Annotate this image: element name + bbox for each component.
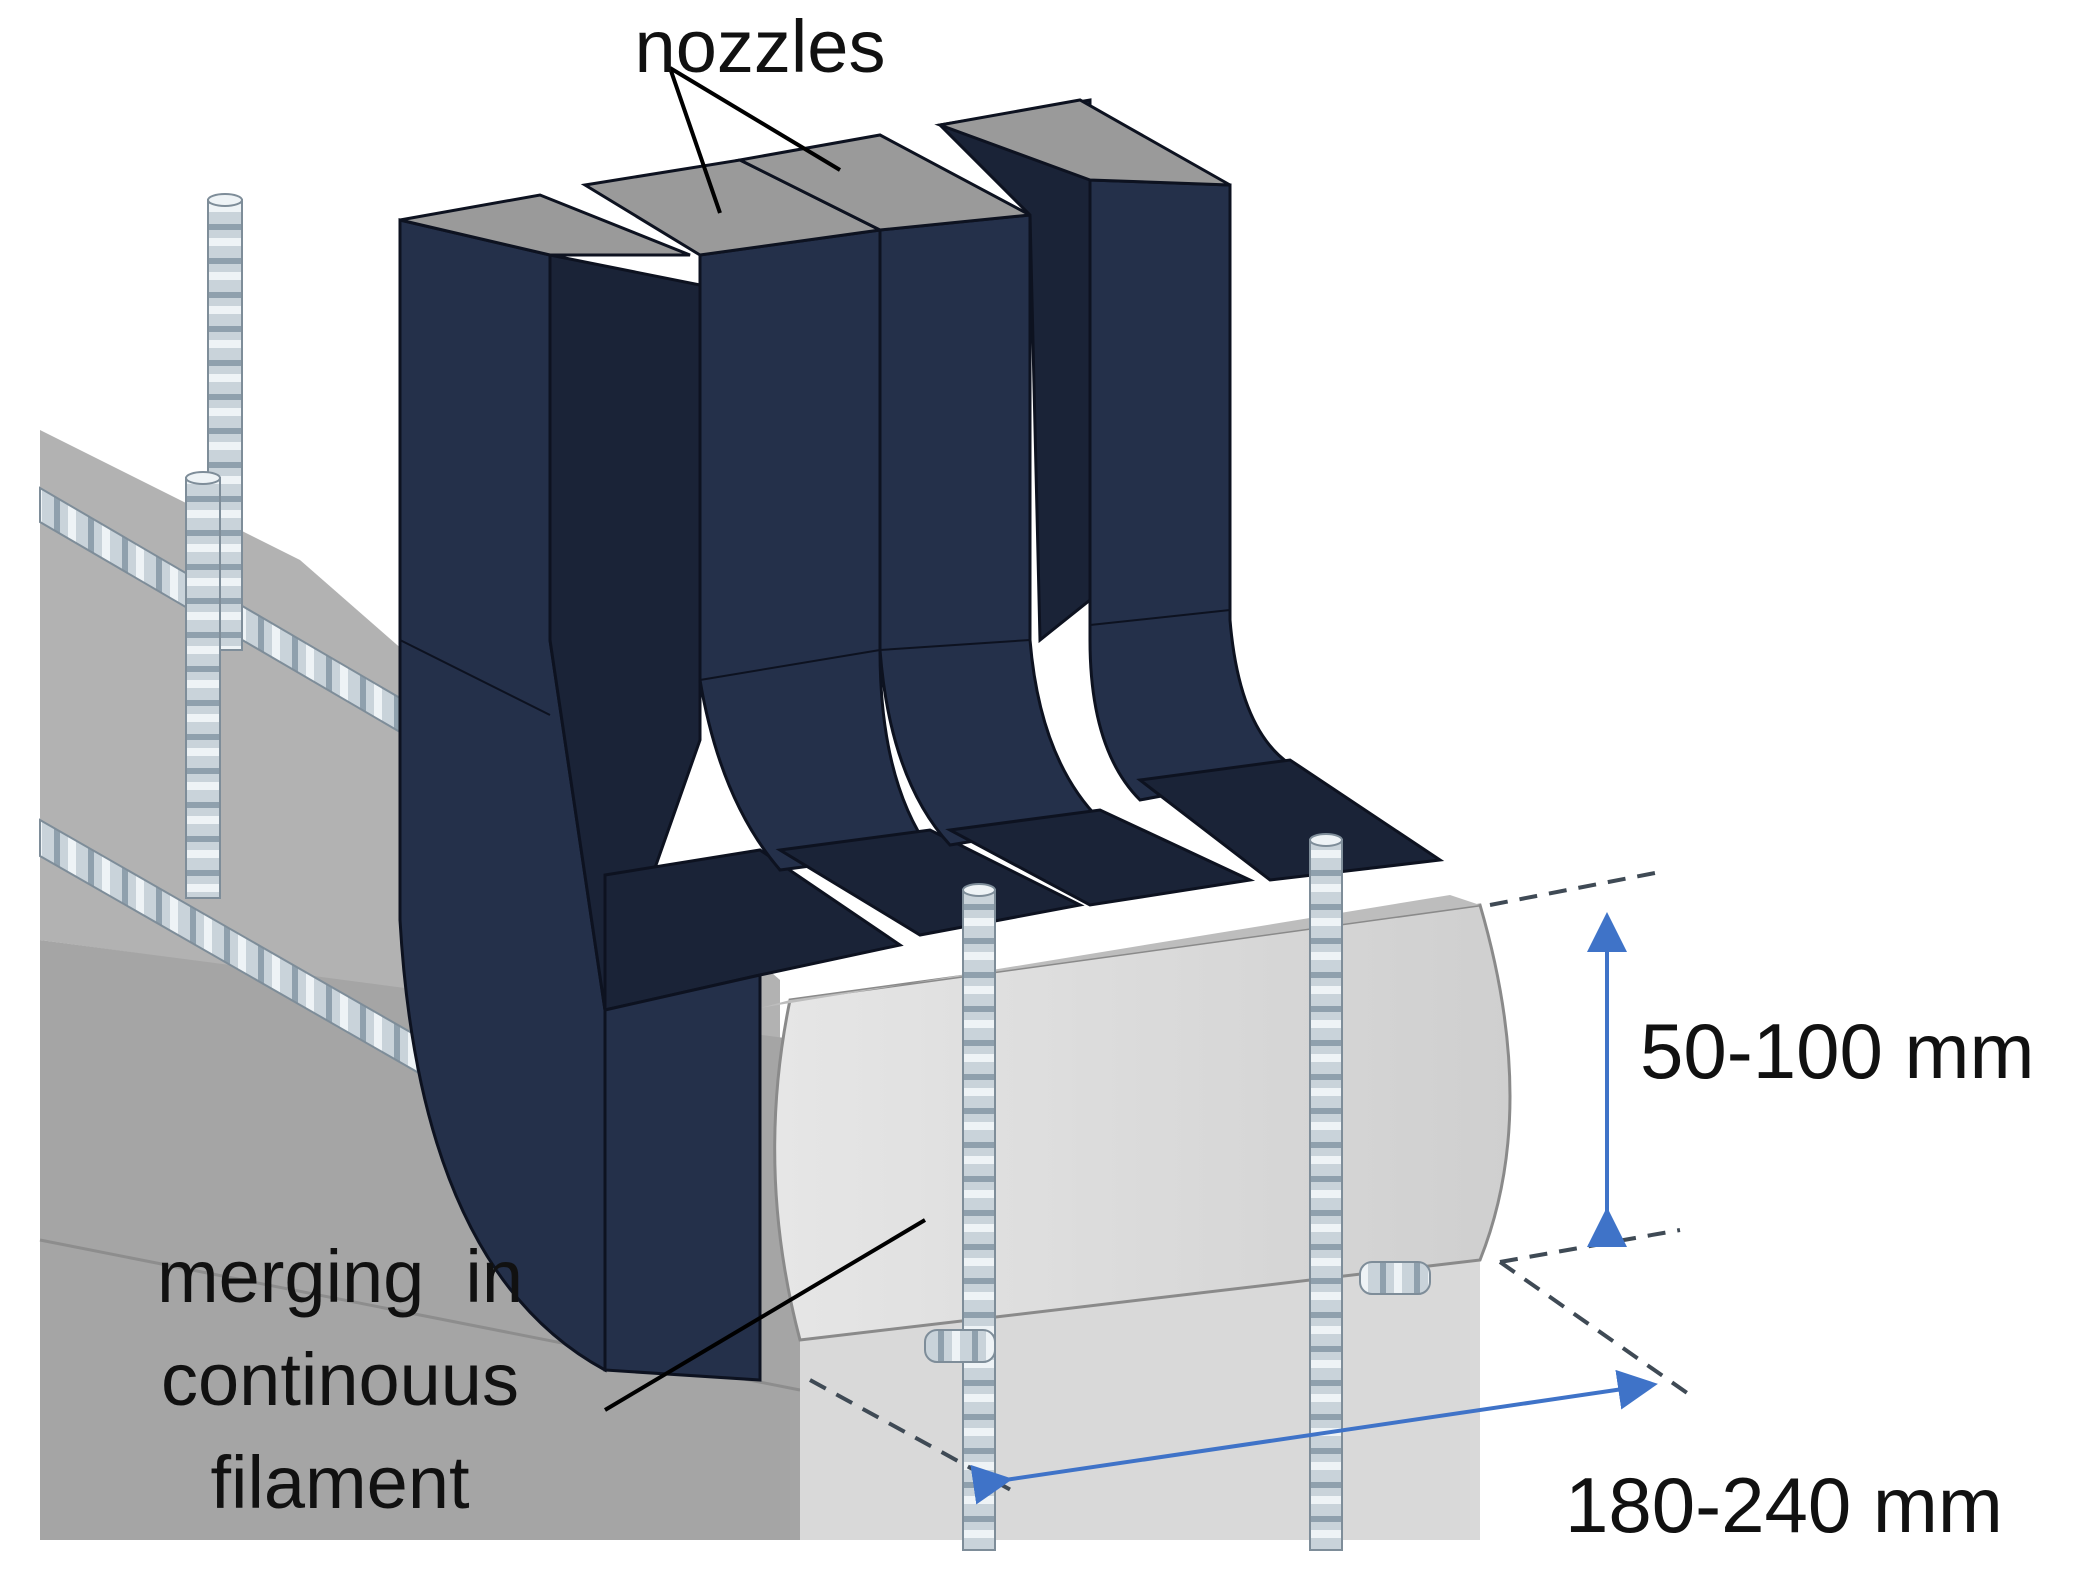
double-arrow-icon <box>970 1369 1658 1505</box>
nozzle-2-foot <box>775 828 1085 937</box>
merging-label-line1: merging in <box>157 1235 523 1318</box>
dimension-arrows <box>970 912 1658 1505</box>
rebar-bar-icon <box>185 477 221 899</box>
rebar-bar-icon <box>962 889 996 1551</box>
layer-width-label: 180-240 mm <box>1565 1461 2003 1549</box>
nozzle-4-front-face <box>1088 178 1305 802</box>
nozzle-1-top <box>399 193 691 257</box>
nozzle-2 <box>580 158 1085 937</box>
layer-top-edge <box>760 895 1480 1008</box>
rebar-bar-icon <box>1309 839 1343 1551</box>
nozzle-1-outlet <box>603 973 762 1382</box>
nozzle-1-front-face <box>398 218 607 1373</box>
nozzle-1-foot <box>603 848 904 1012</box>
nozzle-3-foot <box>945 808 1256 907</box>
rebar-bar-icon <box>1359 1261 1431 1295</box>
layer-height-label: 50-100 mm <box>1640 1007 2035 1095</box>
nozzle-4-top <box>934 98 1231 187</box>
leader-lines <box>603 66 927 1412</box>
merging-label-line3: filament <box>210 1441 470 1524</box>
rebar-bar-icon <box>924 1329 996 1363</box>
merging-label-line2: continouus <box>161 1338 519 1421</box>
nozzle-4-foot <box>1136 758 1445 882</box>
nozzle-seams <box>399 609 1231 716</box>
nozzles-label: nozzles <box>635 5 886 88</box>
nozzle-4 <box>934 98 1445 882</box>
vertical-rebars-left <box>185 193 243 899</box>
nozzle-1 <box>398 193 904 1382</box>
